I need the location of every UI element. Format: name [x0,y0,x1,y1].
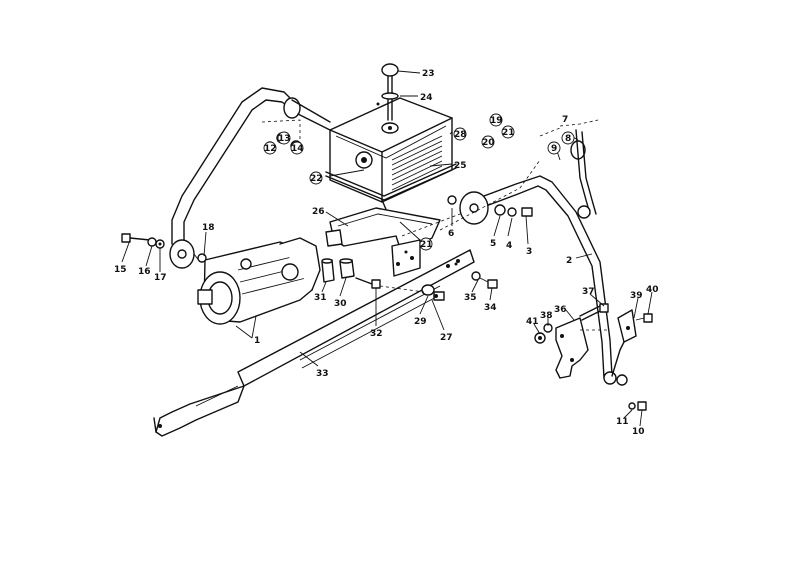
callout-10: 10 [632,427,645,437]
callout-8-circle [561,131,575,145]
callout-33: 33 [316,369,329,379]
callout-36: 36 [554,305,567,315]
fastener-set-left [121,233,165,249]
callout-23: 23 [422,69,435,79]
callout-9-circle [547,141,561,155]
callout-6: 6 [448,229,454,239]
callout-21a-circle [501,125,515,139]
callout-19-circle [489,113,503,127]
callout-26: 26 [312,207,325,217]
callout-22-circle [309,171,323,185]
bracket-39 [617,309,637,343]
callout-27: 27 [440,333,453,343]
callout-15: 15 [114,265,127,275]
callout-11: 11 [616,417,629,427]
valve-bracket [555,317,610,379]
fittings-right [401,159,541,237]
callout-21b: 21 [420,240,433,250]
callout-25: 25 [454,161,467,171]
callout-28: 28 [454,130,467,140]
mounting-strap [153,249,475,437]
callout-labels: 1 2 3 4 5 6 7 8 9 10 11 12 13 14 15 16 1… [114,69,659,437]
bolt-37 [579,303,609,321]
pressure-hose [459,119,631,386]
callout-12: 12 [264,144,277,154]
callout-18: 18 [202,223,215,233]
callout-40: 40 [646,285,659,295]
callout-14: 14 [291,144,304,154]
callout-29: 29 [414,317,427,327]
spacers [321,258,381,289]
callout-38: 38 [540,311,553,321]
callout-9: 9 [551,144,557,154]
callout-22: 22 [310,174,323,184]
callout-5: 5 [490,239,496,249]
filler-cap [376,63,399,121]
callout-32: 32 [370,329,383,339]
callout-24: 24 [420,93,433,103]
callout-21a: 21 [502,128,515,138]
callout-31: 31 [314,293,327,303]
callout-20: 20 [482,138,495,148]
bolt-40 [635,313,653,323]
callout-28-circle [453,127,467,141]
callout-21b-circle [419,237,433,251]
leader-lines [121,70,653,427]
callout-34: 34 [484,303,497,313]
tank-bracket [325,207,441,277]
callout-4: 4 [506,241,512,251]
fastener-set-10-11 [628,401,647,411]
callout-35: 35 [464,293,477,303]
callout-13: 13 [278,134,291,144]
hydraulic-pump [197,237,321,339]
reservoir-fins [391,135,443,191]
callout-2: 2 [566,256,572,266]
callout-13-circle [277,131,291,145]
suction-hose [169,87,335,269]
callout-30: 30 [334,299,347,309]
callout-20-circle [481,135,495,149]
fastener-set-center [379,250,445,301]
callout-7: 7 [562,115,568,125]
callout-19: 19 [490,116,503,126]
fastener-set-34-35 [454,262,498,289]
callout-37: 37 [582,287,595,297]
callout-8: 8 [565,134,571,144]
callout-16: 16 [138,267,151,277]
callout-17: 17 [154,273,167,283]
callout-12-circle [263,141,277,155]
callout-14-circle [290,141,304,155]
oil-reservoir [325,97,457,221]
callout-1: 1 [254,336,260,346]
callout-3: 3 [526,247,532,257]
callout-39: 39 [630,291,643,301]
callout-41: 41 [526,317,539,327]
